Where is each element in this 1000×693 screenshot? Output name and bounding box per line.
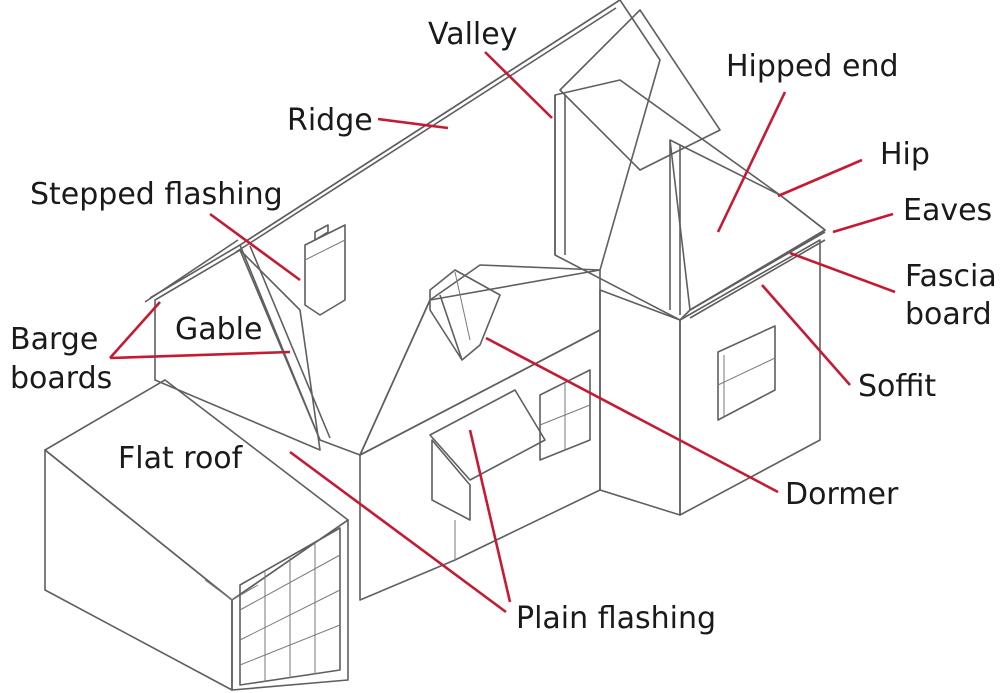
dormer	[429, 269, 501, 361]
leader-valley	[484, 51, 553, 119]
label-soffit: Soffit	[858, 369, 937, 404]
leader-plain-flashing	[468, 429, 512, 603]
label-dormer: Dormer	[785, 477, 899, 512]
leader-flat-roof	[289, 450, 507, 614]
main-roof	[235, 0, 661, 456]
label-hipped-end: Hipped end	[726, 49, 899, 84]
lower-roof	[359, 264, 601, 456]
label-barge-line1: Barge	[10, 322, 99, 357]
hipped-roof	[554, 79, 826, 321]
label-ridge: Ridge	[287, 103, 373, 138]
leader-ridge	[377, 117, 449, 130]
label-hip: Hip	[880, 137, 930, 172]
rear-roof	[559, 9, 721, 171]
label-gable: Gable	[175, 312, 263, 347]
label-barge-line2: boards	[10, 361, 113, 396]
leader-hip	[777, 158, 863, 198]
leader-lines	[109, 51, 896, 614]
label-fascia-line1: Fascia	[905, 259, 997, 294]
label-eaves: Eaves	[903, 193, 993, 228]
leader-eaves	[832, 212, 894, 234]
label-plain-flashing: Plain flashing	[516, 601, 717, 636]
label-fascia-line2: board	[905, 297, 992, 332]
porch	[429, 369, 591, 521]
leader-stepped-flashing	[209, 212, 301, 282]
leader-barge-1	[109, 301, 161, 359]
garage	[44, 379, 349, 691]
leader-fascia	[789, 251, 896, 294]
label-valley: Valley	[428, 17, 518, 52]
gable-wall	[144, 239, 321, 451]
label-stepped-flashing: Stepped flashing	[30, 177, 283, 212]
leader-dormer	[485, 336, 779, 494]
leader-hipped-end	[716, 91, 787, 233]
label-flat-roof: Flat roof	[118, 441, 243, 476]
leader-barge-2	[109, 350, 291, 360]
chimney	[304, 224, 346, 316]
leader-soffit	[761, 284, 851, 386]
side-window	[717, 325, 776, 421]
